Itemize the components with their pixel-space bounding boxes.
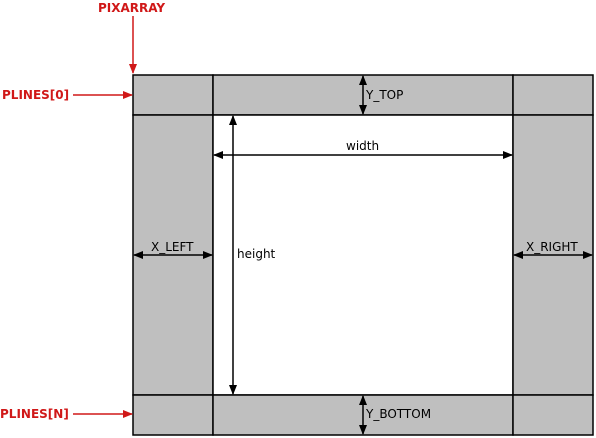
corner-top-right	[512, 74, 594, 116]
corner-bottom-left	[132, 394, 214, 436]
image-area	[212, 114, 514, 396]
corner-top-left	[132, 74, 214, 116]
x-right-label: X_RIGHT	[526, 240, 578, 254]
width-label: width	[346, 139, 379, 153]
corner-bottom-right	[512, 394, 594, 436]
pixarray-label: PIXARRAY	[98, 1, 165, 15]
y-bottom-label: Y_BOTTOM	[365, 407, 431, 421]
plines-first-label: PLINES[0]	[2, 88, 69, 102]
plines-last-label: PLINES[N]	[0, 407, 69, 421]
x-left-label: X_LEFT	[151, 240, 194, 254]
height-label: height	[237, 247, 276, 261]
y-top-label: Y_TOP	[365, 88, 403, 102]
